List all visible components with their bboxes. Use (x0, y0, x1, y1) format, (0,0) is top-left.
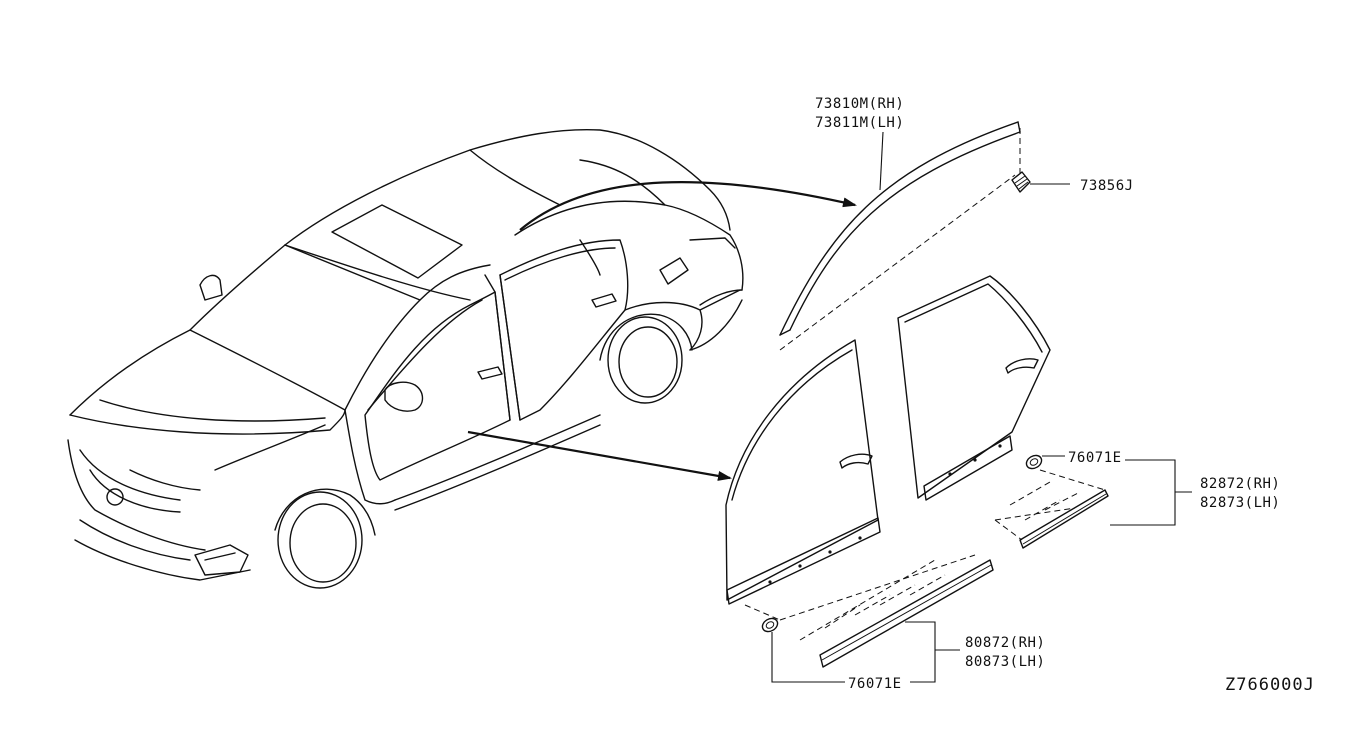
drip-leader (879, 131, 884, 191)
label-73856J: 73856J (1080, 178, 1134, 194)
rear-clip-76071E (1025, 454, 1065, 470)
label-73810M: 73810M(RH) (815, 96, 904, 112)
arrow-roof (519, 181, 857, 231)
front-door-molding (744, 554, 994, 668)
front-door (364, 291, 511, 481)
label-76071E-front: 76071E (848, 676, 902, 692)
front-clip-76071E (761, 617, 845, 683)
rear-door-molding (994, 469, 1109, 549)
arrow-door (467, 430, 732, 481)
front-molding-bracket (905, 621, 936, 683)
sunroof (331, 204, 463, 279)
car-illustration (67, 128, 744, 589)
rear-door-panel (897, 275, 1051, 501)
rear-molding-bracket (1110, 459, 1176, 526)
label-82872: 82872(RH) (1200, 476, 1280, 492)
emblem (106, 488, 124, 506)
fuel-lid (659, 257, 689, 285)
label-80872: 80872(RH) (965, 635, 1045, 651)
roof-drip-molding (779, 121, 1021, 351)
diagram-code: Z766000J (1225, 675, 1315, 695)
label-80873: 80873(LH) (965, 654, 1045, 670)
roof-clip-73856J (1011, 171, 1070, 193)
label-82873: 82873(LH) (1200, 495, 1280, 511)
rear-wheel (607, 316, 683, 404)
rear-door (499, 239, 629, 421)
label-73811M: 73811M(LH) (815, 115, 904, 131)
front-door-panel (725, 339, 881, 605)
front-wheel (277, 491, 363, 589)
label-76071E-rear: 76071E (1068, 450, 1122, 466)
